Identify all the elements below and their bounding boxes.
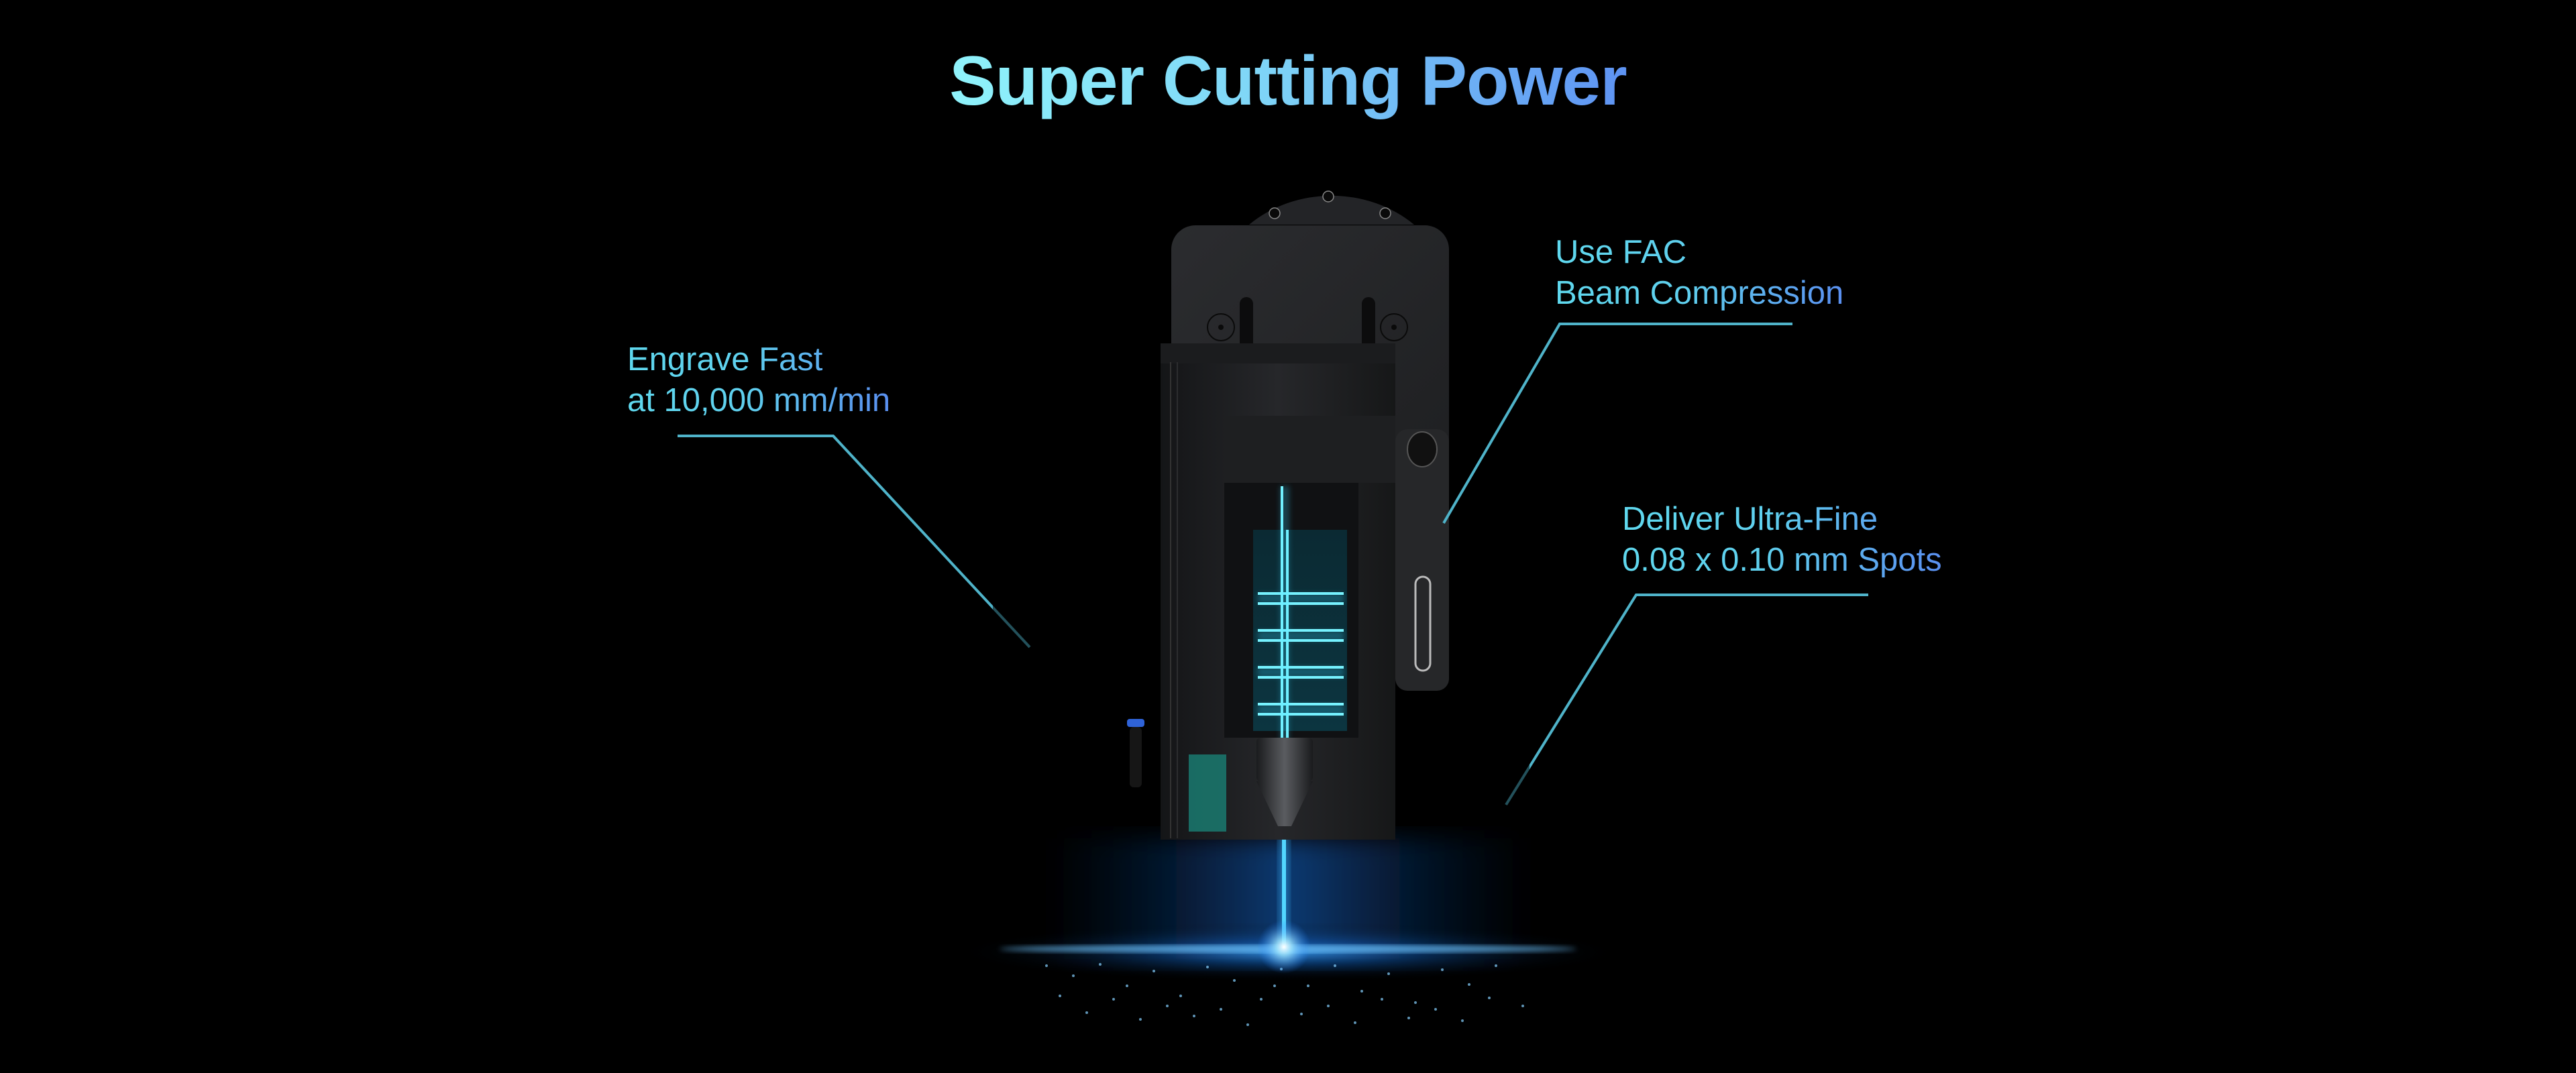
laser-spark — [1257, 920, 1311, 974]
callout-spot-size: Deliver Ultra-Fine 0.08 x 0.10 mm Spots — [1622, 499, 1942, 581]
callout-fac-compression-line1: Use FAC — [1555, 232, 1843, 273]
page-title: Super Cutting Power — [0, 42, 2576, 121]
callout-fac-compression-line2: Beam Compression — [1555, 273, 1843, 314]
leader-fac-compression — [1442, 323, 1792, 524]
air-fitting — [1127, 719, 1144, 727]
page-title-text: Super Cutting Power — [949, 42, 1627, 120]
leader-engrave-speed — [678, 435, 1031, 648]
callout-engrave-speed: Engrave Fast at 10,000 mm/min — [627, 339, 890, 421]
adjustment-knob — [1407, 431, 1438, 467]
nozzle — [1256, 738, 1313, 781]
callout-spot-size-line1: Deliver Ultra-Fine — [1622, 499, 1942, 540]
callout-engrave-speed-line2: at 10,000 mm/min — [627, 380, 890, 421]
callout-fac-compression: Use FAC Beam Compression — [1555, 232, 1843, 314]
leader-spot-size — [1505, 594, 1868, 806]
callout-spot-size-line2: 0.08 x 0.10 mm Spots — [1622, 540, 1942, 581]
callout-engrave-speed-line1: Engrave Fast — [627, 339, 890, 380]
